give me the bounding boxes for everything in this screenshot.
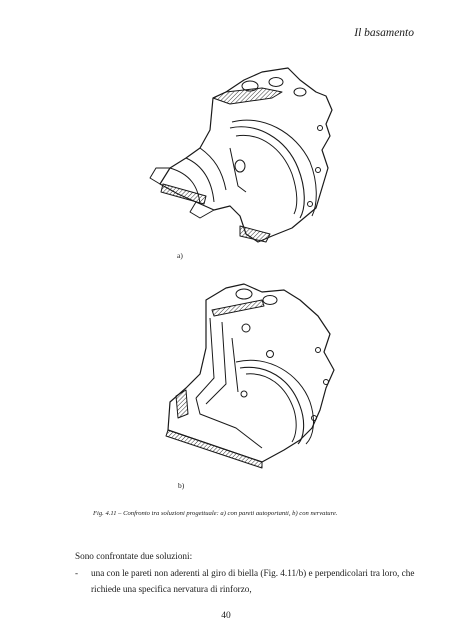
figure-b-label: b) (178, 481, 185, 490)
figure-a-drawing (0, 58, 452, 258)
intro-paragraph: Sono confrontate due soluzioni: (75, 551, 193, 561)
page-number: 40 (221, 611, 231, 621)
list-item-text: una con le pareti non aderenti al giro d… (91, 567, 415, 595)
figure-b-drawing (0, 278, 452, 476)
list-bullet: - (75, 567, 79, 578)
page-header-title: Il basamento (354, 27, 414, 39)
engine-block-drawing-a (149, 67, 333, 243)
figure-a-label: a) (177, 251, 183, 260)
engine-block-drawing-b (165, 283, 335, 469)
list-item: - una con le pareti non aderenti al giro… (75, 565, 415, 598)
body-text: Sono confrontate due soluzioni: - una co… (75, 548, 415, 598)
figure-caption: Fig. 4.11 – Confronto tra soluzioni prog… (93, 510, 338, 517)
